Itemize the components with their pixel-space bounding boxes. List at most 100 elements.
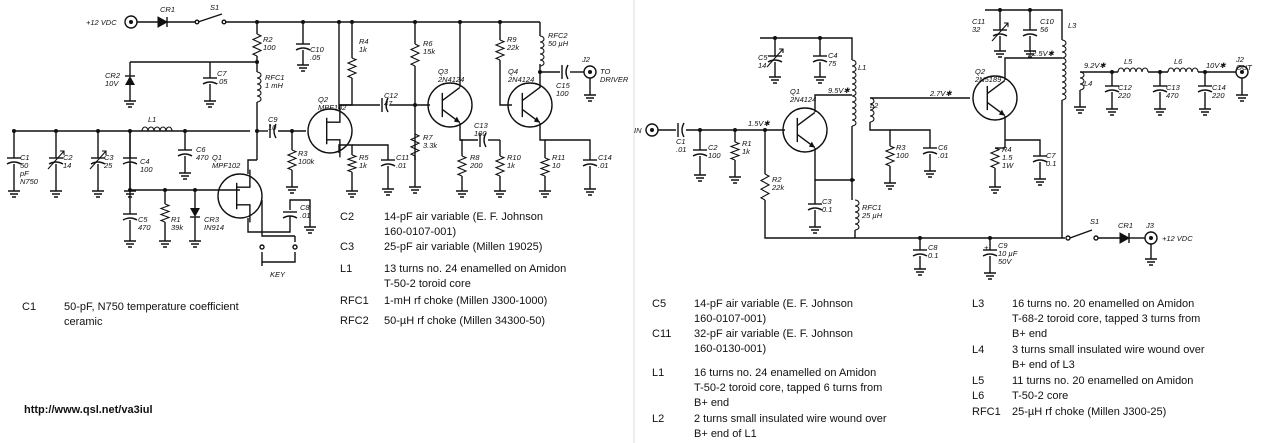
value-c8: 0.1 [928,251,938,260]
ref-l1: L1 [148,115,156,124]
ground-symbol [1106,104,1118,116]
transistor-body [307,108,353,154]
value-c6: 470 [196,153,209,162]
transistor-q3 [427,82,473,128]
ground-symbol [994,46,1006,58]
value-c9: 10 µF [998,249,1018,258]
note-line: 1-mH rf choke (Millen J300-1000) [384,295,548,307]
value-r8: 200 [469,161,483,170]
note-line: B+ end [1012,328,1048,340]
ground-lines [304,222,316,234]
cap-plate-curved [295,47,311,51]
resistor-r4-right [989,147,1001,169]
emitter-arrow [808,141,815,148]
ground-symbol [382,184,394,196]
ground-symbol [494,186,506,198]
choke-rfc1 [256,71,262,103]
label-s1: S1 [1090,217,1099,226]
ref-r2: R2 [263,35,273,44]
ground-lines [729,172,741,184]
ground-lines [769,72,781,84]
inductor-l2-right [869,97,875,123]
collector-lead [521,86,541,102]
cap-plate-curved [282,215,298,219]
ref-rfc1: RFC1 [265,73,285,82]
ref-r11: R11 [552,153,565,162]
ground-lines [914,264,926,276]
ref-q2: Q2 [975,67,986,76]
note-ref: C11 [652,328,672,340]
ground-lines [8,186,20,198]
cap-plate-curved [1197,89,1213,93]
note-line: B+ end of L1 [694,428,757,440]
label-c6: C6.01 [938,143,948,160]
note-line: 50-pF, N750 temperature coefficient [64,301,239,313]
value-rfc1: 1 mH [265,81,284,90]
diode-body [190,208,200,217]
junction-dot [255,20,259,24]
note-text: 11 turns no. 20 enamelled on Amidon [1012,374,1193,389]
value-c2: 100 [708,151,721,160]
capacitor-c4-right [812,55,828,63]
ref-c10: C10 [310,45,325,54]
junction-dot [458,20,462,24]
note-line: 160-0107-001) [694,313,767,325]
note-line: B+ end [694,397,730,409]
junction-dot [538,70,542,74]
ground-lines [584,90,596,102]
inductor-l6-right [1167,67,1199,73]
value-c11: 32 [972,25,981,34]
ground-lines [204,96,216,108]
value-c14: 220 [1211,91,1225,100]
ground-symbol [884,178,896,190]
cap-plate-curved [922,151,938,155]
capacitor-c2 [47,150,65,170]
ref-r1: R1 [171,215,181,224]
ground-lines [994,46,1006,58]
ref-r9: R9 [507,35,517,44]
note-line: 3 turns small insulated wire wound over [1012,344,1205,356]
note-line: 14-pF air variable (E. F. Johnson [694,298,853,310]
ref-s1: S1 [210,3,219,12]
wire [814,148,855,181]
wire [130,56,258,63]
junction-dot [193,188,197,192]
label-j2: J2 [581,55,591,64]
ref-c7: C7 [1046,151,1056,160]
note-line: 16 turns no. 24 enamelled on Amidon [694,367,877,379]
ref-c12: C12 [1118,83,1133,92]
switch-contact [221,19,227,25]
label-c8: C8.01 [300,203,310,220]
junction-dot [183,129,187,133]
ground-symbol [1154,104,1166,116]
note-ref: L2 [652,413,665,425]
collector-lead [986,79,1006,95]
ground-symbol [92,186,104,198]
note-text: 14-pF air variable (E. F. Johnson 160-010… [694,297,853,327]
capacitor-c9 [269,123,277,139]
capacitor-c5 [122,213,138,221]
value-c4: 75 [828,59,837,68]
value-c14: .01 [598,161,608,170]
collector-lead [796,111,816,127]
ref-r2: R2 [772,175,782,184]
capacitor-c11-right [991,22,1009,42]
cap-plate-curved [122,217,138,221]
source-url[interactable]: http://www.qsl.net/va3iul [24,404,153,416]
ref-c14: C14 [1212,83,1226,92]
cap-plate-curved [483,132,487,148]
value-c10: 56 [1040,25,1049,34]
